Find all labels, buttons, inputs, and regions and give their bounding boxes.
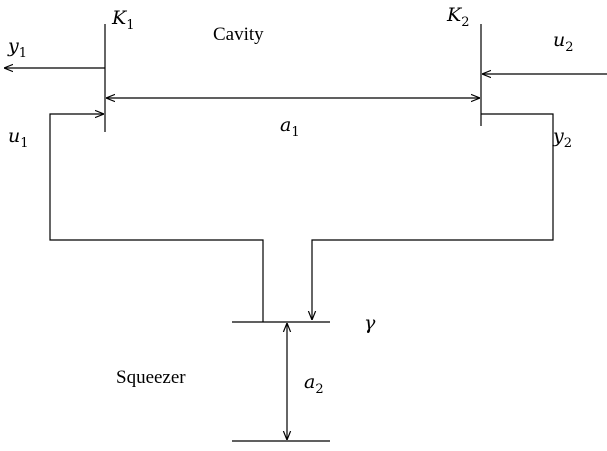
feedback-path-y2 <box>312 113 554 320</box>
label-y2: y2 <box>552 125 572 151</box>
feedback-path-u1 <box>49 114 264 322</box>
label-cavity: Cavity <box>213 24 264 45</box>
label-u1: u1 <box>8 125 29 151</box>
label-a2: a2 <box>304 371 324 397</box>
label-squeezer: Squeezer <box>116 367 186 388</box>
label-gamma: γ <box>364 312 376 334</box>
label-y1: y1 <box>7 35 27 61</box>
label-k1: K1 <box>111 7 134 33</box>
label-u2: u2 <box>553 29 574 55</box>
label-a1: a1 <box>280 114 300 140</box>
label-k2: K2 <box>446 4 469 30</box>
